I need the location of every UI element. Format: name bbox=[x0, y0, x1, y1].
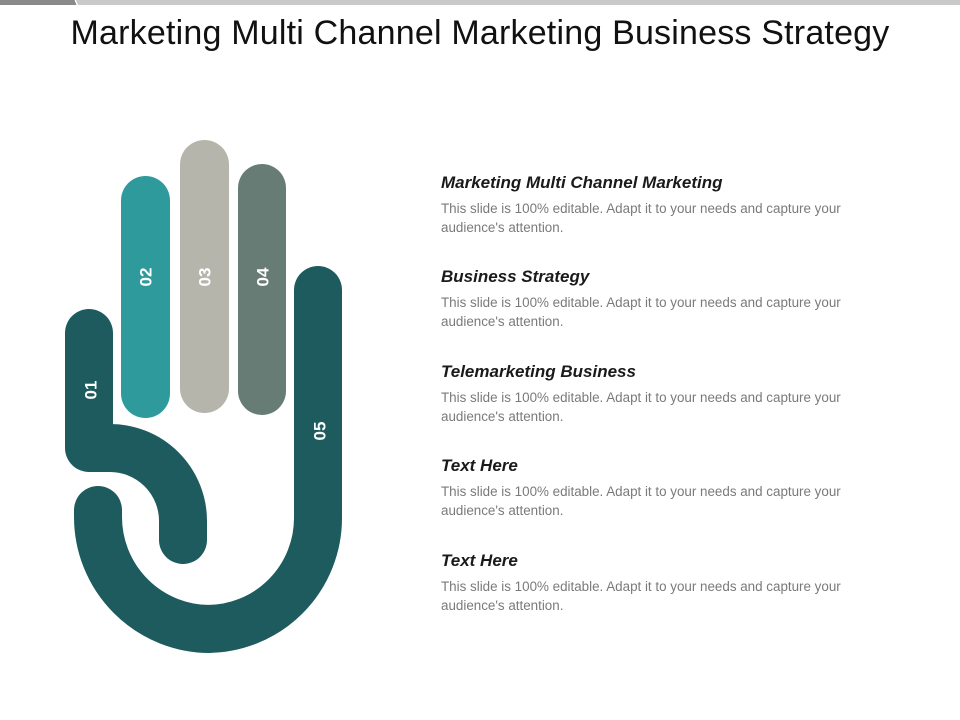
page-title: Marketing Multi Channel Marketing Busine… bbox=[70, 14, 890, 52]
finger-02-number: 02 bbox=[137, 268, 156, 287]
finger-01-number: 01 bbox=[82, 381, 101, 400]
top-accent-bar bbox=[0, 0, 960, 5]
finger-05-shape bbox=[74, 266, 342, 653]
item-description: This slide is 100% editable. Adapt it to… bbox=[441, 201, 841, 235]
finger-03-number: 03 bbox=[196, 268, 215, 287]
finger-04-shape bbox=[238, 164, 286, 415]
list-item: Telemarketing Business This slide is 100… bbox=[441, 361, 911, 426]
item-heading: Marketing Multi Channel Marketing bbox=[441, 173, 723, 192]
finger-03-shape bbox=[180, 140, 229, 413]
list-item: Text Here This slide is 100% editable. A… bbox=[441, 455, 911, 520]
top-accent-bar-dark bbox=[0, 0, 72, 5]
item-description: This slide is 100% editable. Adapt it to… bbox=[441, 579, 841, 613]
item-heading: Text Here bbox=[441, 456, 518, 475]
top-accent-bar-light bbox=[80, 0, 960, 5]
finger-05-number: 05 bbox=[311, 422, 330, 441]
finger-01-shape bbox=[65, 309, 207, 564]
finger-02-shape bbox=[121, 176, 170, 418]
list-item: Marketing Multi Channel Marketing This s… bbox=[441, 172, 911, 237]
top-accent-bar-divider bbox=[72, 0, 80, 5]
item-heading: Telemarketing Business bbox=[441, 362, 636, 381]
list-item: Text Here This slide is 100% editable. A… bbox=[441, 550, 911, 615]
item-description: This slide is 100% editable. Adapt it to… bbox=[441, 295, 841, 329]
item-description: This slide is 100% editable. Adapt it to… bbox=[441, 484, 841, 518]
finger-04-number: 04 bbox=[254, 267, 273, 286]
item-description: This slide is 100% editable. Adapt it to… bbox=[441, 390, 841, 424]
item-heading: Text Here bbox=[441, 551, 518, 570]
item-heading: Business Strategy bbox=[441, 267, 590, 286]
list-item: Business Strategy This slide is 100% edi… bbox=[441, 266, 911, 331]
